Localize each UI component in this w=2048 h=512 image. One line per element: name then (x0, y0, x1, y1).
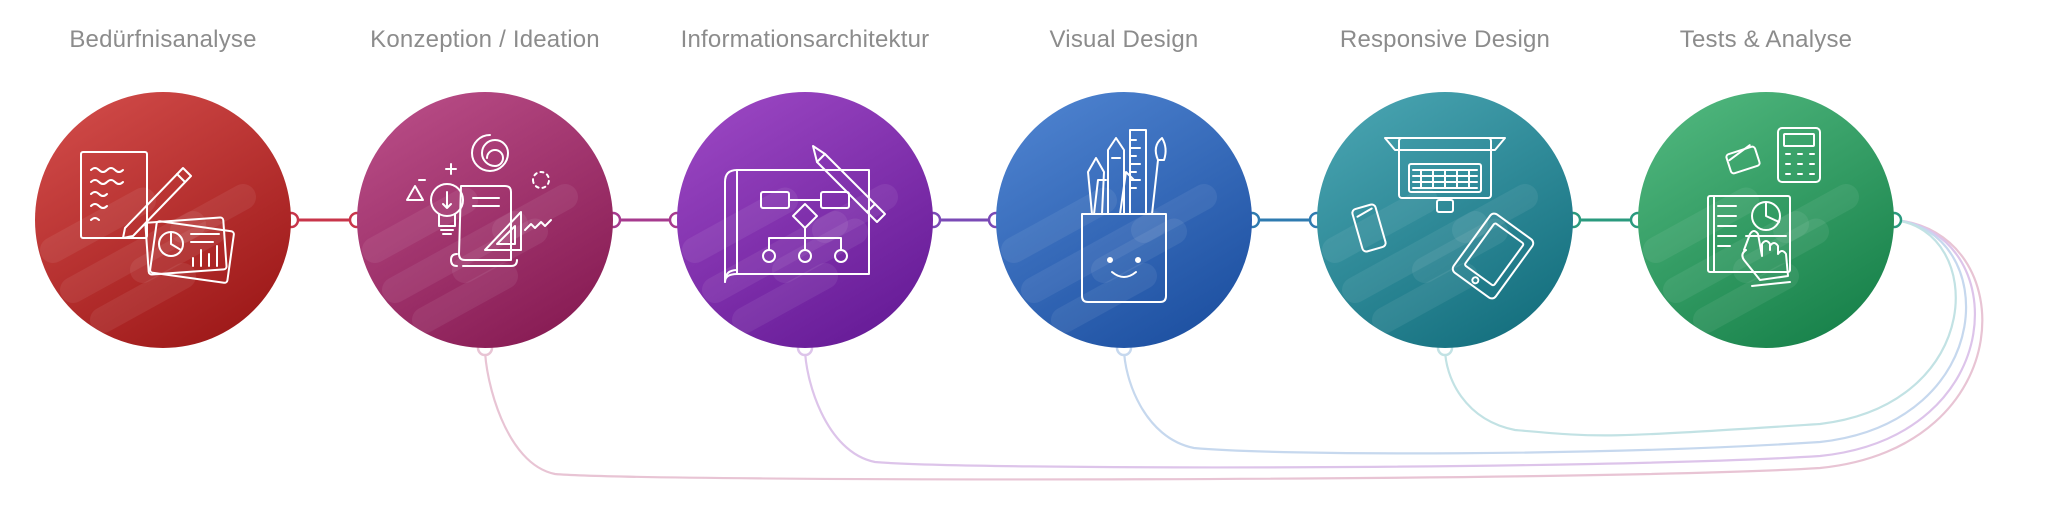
circle-texture (40, 184, 256, 333)
feedback-loop-konzeption (483, 218, 1984, 481)
step-circle-konzeption (357, 92, 613, 348)
connector-beduerfnisanalyse-konzeption (282, 211, 366, 229)
connector-informationsarchitektur-visual-design (924, 211, 1005, 229)
step-circle-tests-analyse (1638, 92, 1894, 348)
step-circle-fill (1317, 92, 1573, 348)
step-title-beduerfnisanalyse: Bedürfnisanalyse (69, 26, 257, 53)
feedback-loop-informationsarchitektur (803, 218, 1977, 469)
step-circle-fill (996, 92, 1252, 348)
step-circle-fill (35, 92, 291, 348)
step-circle-responsive-design (1317, 92, 1573, 348)
step-title-konzeption: Konzeption / Ideation (370, 26, 600, 53)
connector-visual-design-responsive-design (1243, 211, 1326, 229)
step-title-visual-design: Visual Design (1049, 26, 1199, 53)
feedback-loop-responsive-design (1443, 218, 1957, 437)
step-circle-visual-design (996, 92, 1252, 348)
step-circle-informationsarchitektur (677, 92, 933, 348)
connector-responsive-design-tests-analyse (1564, 211, 1647, 229)
feedback-loop-visual-design (1122, 218, 1967, 455)
connector-konzeption-informationsarchitektur (604, 211, 686, 229)
circle-texture (682, 184, 898, 333)
step-circles (35, 92, 1894, 348)
lightbulb-scroll-icon (406, 134, 552, 267)
step-title-informationsarchitektur: Informationsarchitektur (680, 26, 930, 53)
feedback-loops (476, 211, 1984, 481)
step-circle-fill (677, 92, 933, 348)
blueprint-sitemap-icon (724, 145, 886, 283)
report-calculator-icon (1707, 127, 1821, 287)
step-circle-fill (357, 92, 613, 348)
step-title-responsive-design: Responsive Design (1339, 26, 1551, 53)
step-title-tests-analyse: Tests & Analyse (1679, 26, 1853, 53)
step-circle-beduerfnisanalyse (35, 92, 291, 348)
step-circle-fill (1638, 92, 1894, 348)
step-icons (80, 127, 1821, 303)
pencil-cup-icon (1081, 129, 1167, 303)
devices-icon (1351, 137, 1535, 300)
document-pencil-chart-icon (80, 151, 235, 284)
circle-texture (1001, 184, 1217, 333)
